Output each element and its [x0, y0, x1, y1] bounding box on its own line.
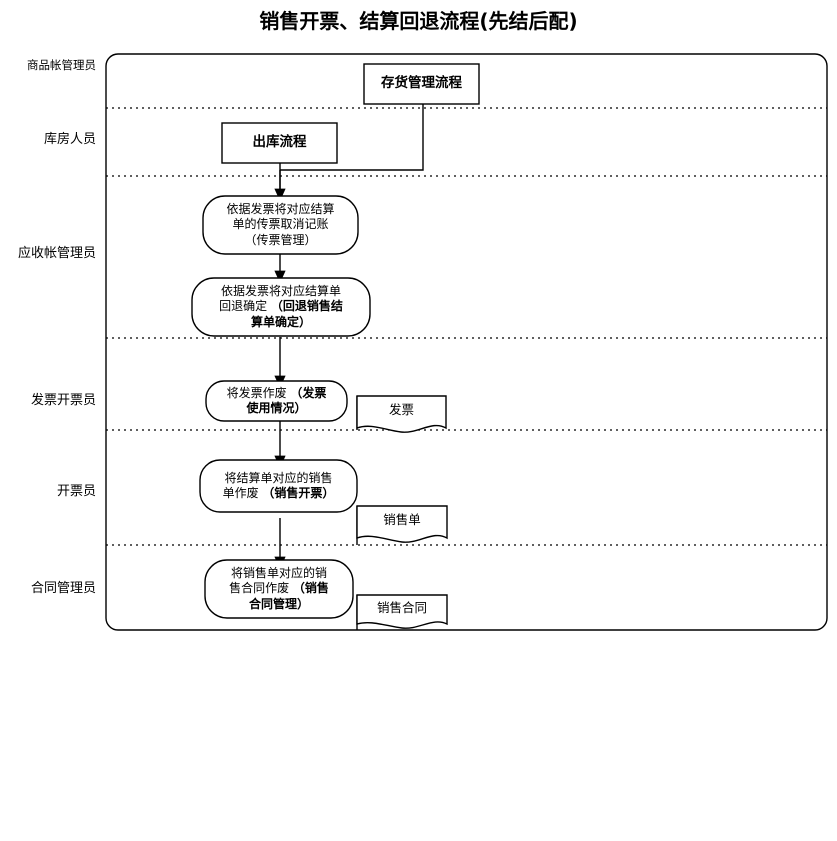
- node-void-invoice[interactable]: [205, 380, 348, 422]
- lane-label-goods-account: 商品帐管理员: [27, 58, 96, 72]
- node-label-void-sales-contract: 将销售单对应的销 售合同作废 （销售 合同管理）: [205, 560, 353, 618]
- lane-label-biller: 开票员: [56, 484, 96, 499]
- node-void-sales-order[interactable]: [199, 459, 358, 513]
- void-invoice-plain-text: 将发票作废: [226, 385, 291, 400]
- node-void-sales-contract[interactable]: [204, 559, 354, 619]
- lane-label-invoice-issuer: 发票开票员: [30, 393, 96, 408]
- connector-inventory-to-spine: [280, 104, 424, 171]
- lane-label-warehouse: 库房人员: [43, 132, 96, 147]
- doc-sales-contract-shape[interactable]: [356, 594, 448, 629]
- node-label-void-invoice: 将发票作废 （发票 使用情况）: [206, 381, 347, 421]
- lane-label-contract-manager: 合同管理员: [30, 581, 96, 596]
- node-rollback-settlement[interactable]: [191, 277, 371, 337]
- doc-label-sales-contract: 销售合同: [376, 600, 427, 616]
- doc-invoice-shape[interactable]: [356, 395, 447, 433]
- swimlane-container: [105, 53, 828, 631]
- void-sales-order-plain-text: 将结算单对应的销售 单作废: [222, 470, 333, 501]
- rollback-bold-text: （回退销售结 算单确定）: [250, 299, 343, 329]
- lane-label-receivable-account: 应收帐管理员: [17, 246, 96, 261]
- node-label-void-sales-order: 将结算单对应的销售 单作废 （销售开票）: [200, 460, 357, 512]
- rollback-plain-text: 依据发票将对应结算单 回退确定: [219, 283, 341, 314]
- node-label-rollback-settlement: 依据发票将对应结算单 回退确定 （回退销售结 算单确定）: [192, 278, 370, 336]
- node-inventory-process[interactable]: [363, 63, 480, 105]
- doc-label-invoice: 发票: [388, 402, 414, 418]
- void-invoice-bold-text: （发票 使用情况）: [246, 385, 327, 416]
- void-sales-order-bold-text: （销售开票）: [262, 486, 335, 500]
- page-title: 销售开票、结算回退流程(先结后配): [259, 9, 578, 33]
- node-outbound-process[interactable]: [221, 122, 338, 164]
- void-contract-plain-text: 将销售单对应的销 售合同作废: [229, 565, 327, 596]
- doc-sales-order-shape[interactable]: [356, 505, 448, 543]
- void-contract-bold-text: （销售 合同管理）: [248, 581, 329, 611]
- node-label-cancel-voucher: 依据发票将对应结算 单的传票取消记账 （传票管理）: [226, 201, 335, 247]
- node-label-outbound-process: 出库流程: [252, 134, 307, 151]
- node-cancel-voucher[interactable]: [202, 195, 359, 255]
- node-label-inventory-process: 存货管理流程: [381, 75, 462, 92]
- doc-label-sales-order: 销售单: [383, 512, 421, 528]
